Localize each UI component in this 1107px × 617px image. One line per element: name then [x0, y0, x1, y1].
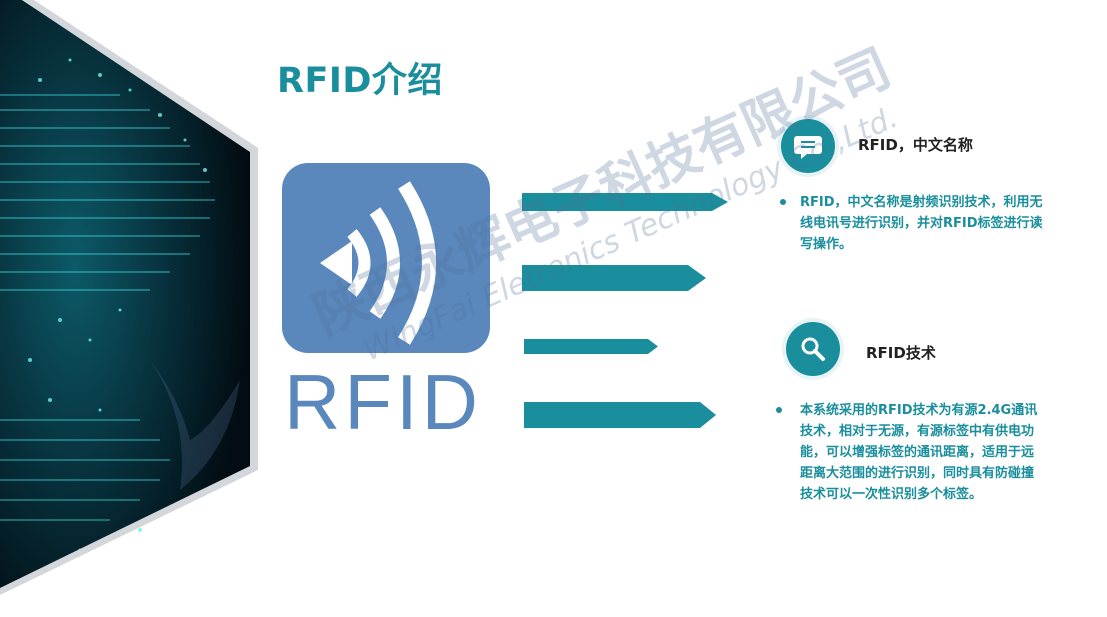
chat-bubble-icon — [781, 119, 835, 173]
arrow-2 — [522, 265, 706, 291]
section2-bullet — [776, 407, 782, 413]
section1-line: RFID，中文名称是射频识别技术，利用无 — [800, 195, 1043, 210]
rfid-logo-text: RFID — [284, 358, 482, 446]
search-icon — [786, 322, 840, 376]
watermark-logo — [150, 360, 240, 490]
section2-line: 技术可以一次性识别多个标签。 — [800, 487, 983, 502]
section2-heading: RFID技术 — [866, 344, 936, 362]
section1-text: RFID，中文名称是射频识别技术，利用无 线电讯号进行识别，并对RFID标签进行… — [800, 192, 1043, 255]
section1-heading: RFID，中文名称 — [858, 136, 973, 154]
section2-line: 技术，相对于无源，有源标签中有供电功 — [800, 424, 1035, 439]
arrow-4 — [524, 402, 716, 428]
section1-line: 写操作。 — [800, 237, 853, 252]
section1-bullet — [780, 199, 786, 205]
rfid-wireless-icon — [282, 163, 490, 353]
section2-line: 能，可以增强标签的通讯距离，适用于远 — [800, 445, 1035, 460]
section1-line: 线电讯号进行识别，并对RFID标签进行读 — [800, 216, 1043, 231]
tech-head-artwork — [0, 0, 258, 595]
arrow-1 — [522, 193, 728, 211]
page-title: RFID介绍 — [277, 61, 443, 101]
arrow-3 — [524, 339, 658, 354]
section2-text: 本系统采用的RFID技术为有源2.4G通讯 技术，相对于无源，有源标签中有供电功… — [800, 400, 1037, 505]
section2-line: 距离大范围的进行识别，同时具有防碰撞 — [800, 466, 1035, 481]
section2-line: 本系统采用的RFID技术为有源2.4G通讯 — [800, 403, 1038, 418]
